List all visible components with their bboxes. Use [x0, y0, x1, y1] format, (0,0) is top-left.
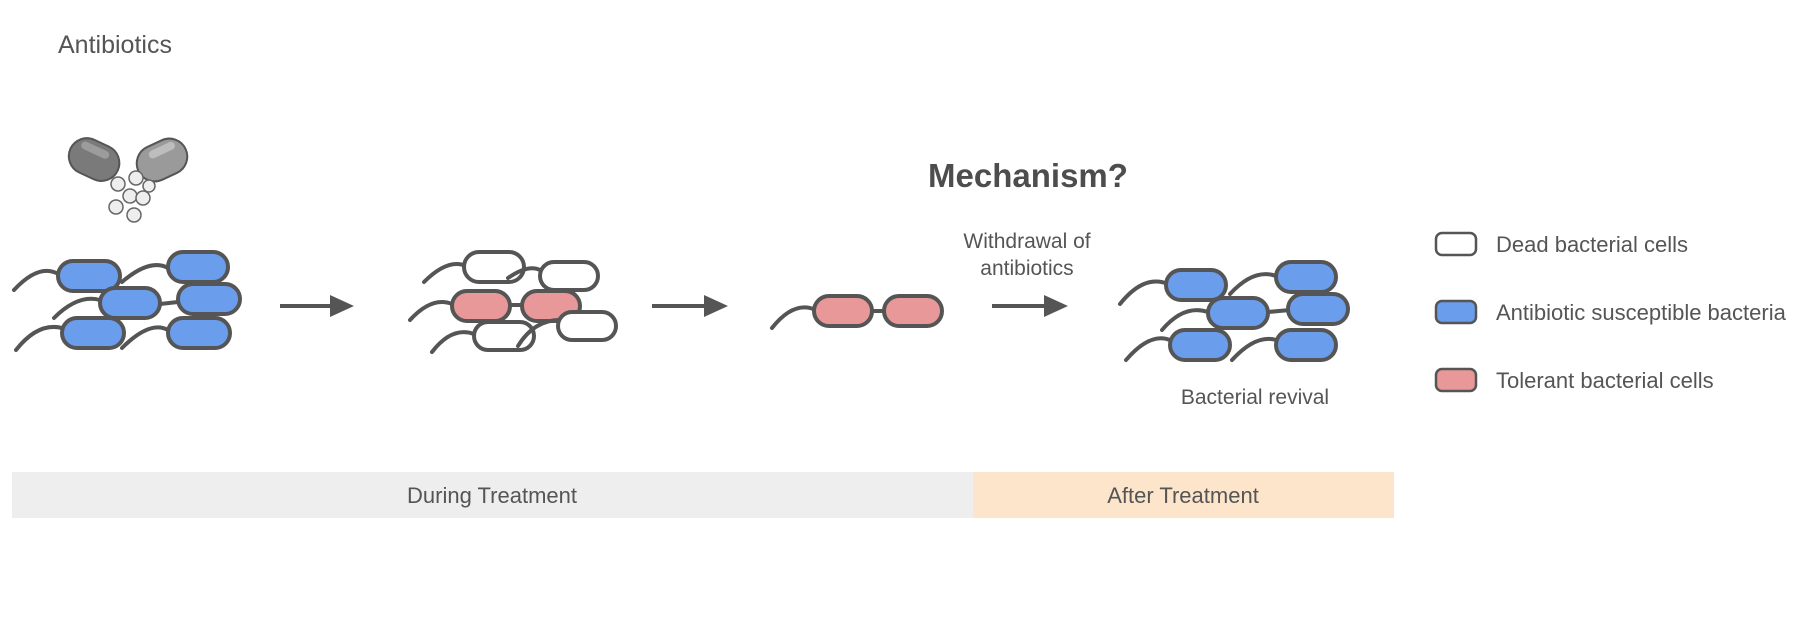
after-treatment-band — [973, 472, 1394, 518]
withdrawal-label-line1: Withdrawal of — [963, 230, 1090, 253]
stage-1-colony — [12, 250, 242, 352]
arrow-right-icon — [652, 295, 728, 317]
arrow-right-icon — [992, 295, 1068, 317]
title: Antibiotics — [58, 31, 172, 59]
withdrawal-label-line2: antibiotics — [980, 257, 1073, 280]
legend-swatch-susceptible — [1434, 299, 1478, 325]
legend-swatch-tolerant — [1434, 367, 1478, 393]
during-treatment-label: During Treatment — [407, 483, 577, 508]
legend-item-susceptible: Antibiotic susceptible bacteria — [1496, 300, 1787, 325]
stage-2-colony — [408, 250, 618, 354]
pill-capsule-icon — [67, 137, 189, 223]
legend-item-dead: Dead bacterial cells — [1496, 232, 1688, 257]
stage-3-colony — [770, 294, 944, 330]
during-treatment-band — [12, 472, 973, 518]
legend: Dead bacterial cells Antibiotic suscepti… — [1434, 231, 1787, 393]
legend-item-tolerant: Tolerant bacterial cells — [1496, 368, 1714, 393]
stage-4-colony — [1118, 260, 1350, 362]
after-treatment-label: After Treatment — [1107, 483, 1259, 508]
revival-label: Bacterial revival — [1181, 386, 1329, 409]
mechanism-label: Mechanism? — [928, 157, 1128, 194]
arrow-right-icon — [280, 295, 354, 317]
legend-swatch-dead — [1434, 231, 1478, 257]
